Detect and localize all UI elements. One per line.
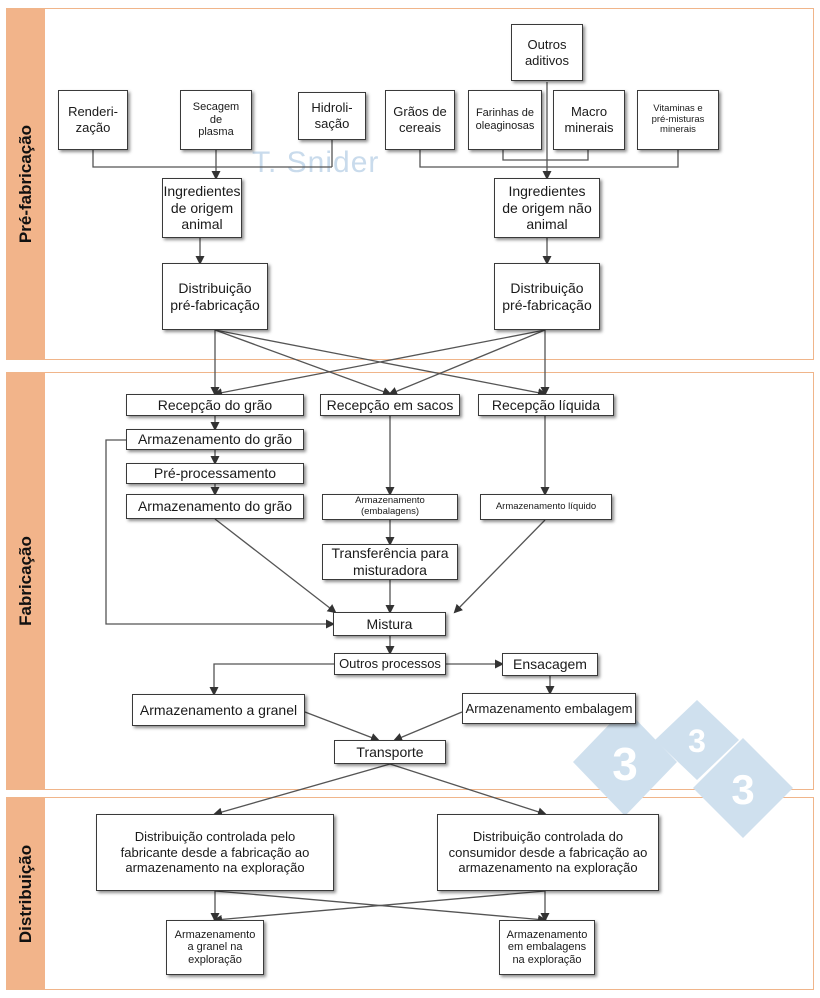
node-renderizacao: Renderi- zação: [58, 90, 128, 150]
node-ingredientes-animal: Ingredientes de origem animal: [162, 178, 242, 238]
node-mistura: Mistura: [333, 612, 446, 636]
node-armazenamento-embalagem: Armazenamento embalagem: [462, 693, 636, 724]
section-distribuicao: Distribuição: [6, 797, 814, 990]
node-hidrolisacao: Hidroli- sação: [298, 92, 366, 140]
logo-digit-right: 3: [731, 766, 754, 813]
node-ensacagem: Ensacagem: [502, 653, 598, 676]
node-transferencia-misturadora: Transferência para misturadora: [322, 544, 458, 580]
logo-digit-left: 3: [612, 738, 638, 790]
node-pre-processamento: Pré-processamento: [126, 463, 304, 484]
node-outros-processos: Outros processos: [334, 653, 446, 675]
node-armazenamento-granel: Armazenamento a granel: [132, 694, 305, 726]
node-distribuicao-fabricante: Distribuição controlada pelo fabricante …: [96, 814, 334, 891]
author-watermark: T. Snider: [252, 146, 380, 179]
logo-digit-top: 3: [688, 723, 706, 759]
node-outros-aditivos: Outros aditivos: [511, 24, 583, 81]
node-armazenamento-embalagens: Armazenamento (embalagens): [322, 494, 458, 520]
node-graos-cereais: Grãos de cereais: [385, 90, 455, 150]
node-recepcao-liquida: Recepção líquida: [478, 394, 614, 416]
logo-diamond-left: [573, 708, 677, 816]
node-vitaminas: Vitaminas e pré-misturas minerais: [637, 90, 719, 150]
node-transporte: Transporte: [334, 740, 446, 764]
logo-diamond-right: [693, 738, 793, 838]
node-secagem-plasma: Secagem de plasma: [180, 90, 252, 150]
node-recepcao-grao: Recepção do grão: [126, 394, 304, 416]
node-farinhas-oleaginosas: Farinhas de oleaginosas: [468, 90, 542, 150]
node-distribuicao-pre-1: Distribuição pré-fabricação: [162, 263, 268, 330]
node-armazenamento-grao-2: Armazenamento do grão: [126, 494, 304, 519]
section-fabricacao: Fabricação: [6, 372, 814, 790]
node-ingredientes-nao-animal: Ingredientes de origem não animal: [494, 178, 600, 238]
logo-diamond-top: [655, 700, 739, 780]
logo-333-watermark: 3 3 3: [573, 700, 793, 838]
node-armazenamento-embalagens-exploracao: Armazenamento em embalagens na exploraçã…: [499, 920, 595, 975]
node-distribuicao-consumidor: Distribuição controlada do consumidor de…: [437, 814, 659, 891]
section-pre-fabricacao: Pré-fabricação: [6, 8, 814, 360]
node-armazenamento-grao-1: Armazenamento do grão: [126, 429, 304, 450]
node-armazenamento-liquido: Armazenamento líquido: [480, 494, 612, 520]
node-armazenamento-granel-exploracao: Armazenamento a granel na exploração: [166, 920, 264, 975]
node-recepcao-sacos: Recepção em sacos: [320, 394, 460, 416]
node-macro-minerais: Macro minerais: [553, 90, 625, 150]
node-distribuicao-pre-2: Distribuição pré-fabricação: [494, 263, 600, 330]
